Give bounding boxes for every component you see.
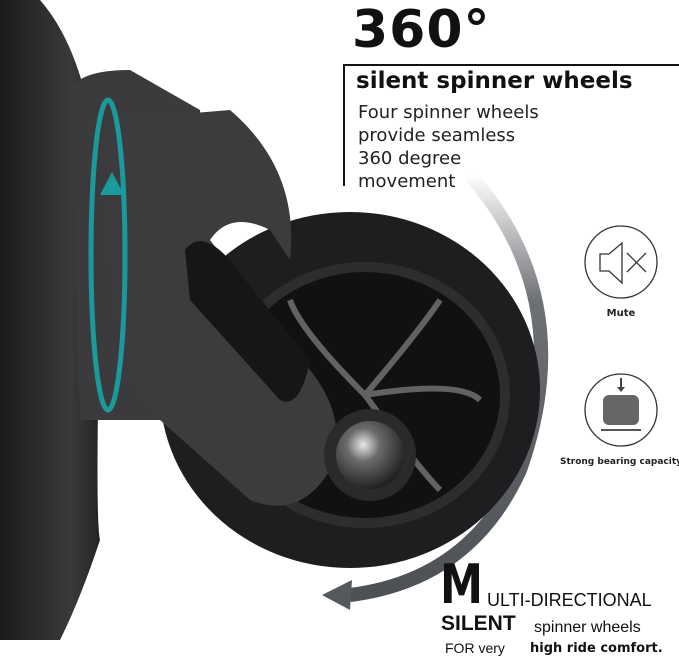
tagline-for-very: FOR very: [445, 640, 505, 656]
description-line: Four spinner wheels: [358, 102, 539, 123]
divider-vertical: [343, 66, 345, 186]
feature-label-bearing: Strong bearing capacity: [559, 457, 679, 467]
headline-360: 360°: [352, 0, 491, 60]
rotation-arrow-head: [322, 580, 352, 610]
divider-horizontal: [343, 64, 679, 66]
tagline-silent: SILENT: [441, 612, 516, 635]
fork-cutout: [185, 241, 310, 402]
tagline-line2: spinner wheels: [534, 619, 641, 636]
rotation-ring-arrow: [100, 172, 124, 195]
tagline-comfort: high ride comfort.: [530, 641, 663, 656]
tagline-line1: ULTI-DIRECTIONAL: [487, 590, 652, 610]
bearing-weight-icon: [584, 373, 658, 447]
headline-subtitle: silent spinner wheels: [356, 68, 633, 94]
wheel-hub-cap: [336, 421, 404, 489]
description-line: movement: [358, 171, 456, 192]
feature-label-mute: Mute: [606, 308, 636, 319]
tagline-big-letter: M: [440, 553, 483, 616]
mute-speaker-icon: [584, 225, 658, 299]
description-line: 360 degree: [358, 148, 462, 169]
rotation-ring: [88, 97, 128, 413]
description-line: provide seamless: [358, 125, 516, 146]
